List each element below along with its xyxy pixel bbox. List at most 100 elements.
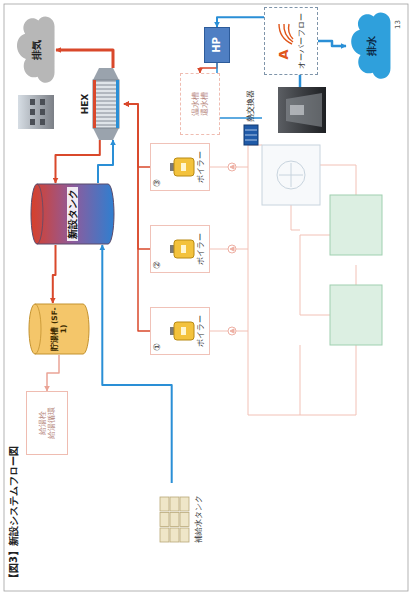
boiler-icon (170, 155, 195, 179)
exchanger-icon-part (244, 126, 258, 146)
node-label: 新設タンク (67, 187, 79, 241)
tank-grid (159, 495, 191, 543)
exchanger-body-part (94, 93, 118, 94)
tank-grid-part (170, 497, 179, 511)
node-label: ③ (152, 179, 162, 187)
faded-green-tanks-part (330, 195, 382, 255)
exchanger-body (92, 68, 120, 140)
flow-pipe (200, 63, 217, 73)
building-photo-part (30, 119, 35, 125)
drain-cloud: 排水 (346, 9, 392, 83)
boiler-unit: ③ ボイラー (150, 143, 210, 191)
exchanger-body-part (93, 68, 119, 80)
tank-shape-part (35, 304, 41, 354)
boiler-unit: ① ボイラー (150, 307, 210, 355)
faded-piping-part (320, 165, 356, 195)
faded-mixing-tank (262, 145, 320, 205)
node-label: 熱交換器 (246, 90, 255, 122)
boiler-icon-part (174, 240, 194, 258)
node-label: 補給水タンク (194, 495, 203, 543)
tank-grid-part (160, 497, 169, 511)
tank-grid-part (180, 497, 189, 511)
exchanger-body-part (94, 117, 118, 118)
node-label: 排気 (31, 40, 43, 60)
node-label: A (277, 49, 292, 59)
flow-pipe (56, 140, 100, 183)
node-label: ボイラー (197, 233, 206, 265)
exchanger-body-part (93, 128, 119, 140)
building-photo-part (30, 109, 35, 115)
faded-pumps-part (230, 165, 234, 333)
boiler-icon-part (181, 163, 186, 171)
exhaust-heat-exchanger: HEX (80, 68, 124, 140)
node-label: ボイラー (197, 151, 206, 183)
faded-mixing-tank-part (279, 163, 303, 187)
pit-photo-part (290, 105, 304, 115)
tank-grid-part (170, 528, 179, 542)
flow-pipe (124, 104, 150, 331)
node-label: 給湯栓 (38, 411, 47, 435)
makeup-water-tank: 補給水タンク (150, 483, 212, 555)
pit-photo-part (286, 93, 322, 127)
tank-grid-part (180, 528, 189, 542)
tank-grid-part (160, 528, 169, 542)
faucet-box: 給湯栓給湯循環 (26, 391, 68, 455)
faded-mixing-tank-part (262, 145, 320, 205)
overflow-box: A オーバーフロー (264, 7, 318, 75)
building-photo-part (30, 99, 35, 105)
flow-pipe (102, 245, 171, 483)
boiler-icon-part (181, 327, 186, 335)
faded-piping (210, 145, 356, 415)
node-label: 還水槽 (200, 92, 209, 116)
flow-pipe (124, 104, 150, 249)
boiler-unit: ②ボイラー (150, 225, 210, 273)
faded-mixing-tank-part (277, 161, 305, 189)
heat-pump-box: HP (204, 27, 230, 63)
tank-grid-part (180, 513, 189, 527)
node-label: ① (152, 343, 162, 351)
node-label: 給湯循環 (47, 407, 56, 439)
building-photo-part (40, 109, 45, 115)
boiler-icon (170, 237, 195, 261)
exchanger-body-part (94, 109, 118, 110)
flow-pipe (47, 355, 59, 391)
building-photo (18, 95, 54, 129)
exchanger-body-part (94, 125, 118, 126)
building-photo-part (40, 99, 45, 105)
exhaust-cloud: 排気 (12, 13, 56, 87)
tank-shape-part (31, 184, 114, 244)
boiler-icon-part (174, 322, 194, 340)
flow-pipe (217, 17, 264, 27)
tank-grid-part (160, 513, 169, 527)
node-label: ボイラー (197, 315, 206, 347)
exchanger-body-part (94, 121, 118, 122)
boiler-icon-part (174, 158, 194, 176)
exchanger-body-part (94, 89, 118, 90)
flow-pipe (124, 104, 150, 167)
pit-photo (278, 87, 326, 133)
cloud-shape-part (351, 12, 390, 78)
exchanger-body-part (94, 105, 118, 106)
exchanger-body-part (116, 80, 119, 128)
new-tank: 新設タンク (30, 183, 115, 245)
overflow-symbol-row: A (276, 22, 294, 59)
exchanger-body-part (94, 113, 118, 114)
tank-shape-part (29, 304, 89, 354)
page-number: 13 (394, 20, 402, 29)
pit-photo-part (278, 87, 326, 133)
cloud-shape-part (17, 16, 54, 82)
exchanger-body-part (94, 85, 118, 86)
node-label: 排水 (366, 36, 378, 56)
node-label: HEX (80, 94, 90, 115)
node-label: HP (211, 37, 223, 53)
building-photo-part (40, 119, 45, 125)
boiler-icon-part (181, 245, 186, 253)
node-label: オーバーフロー (297, 13, 306, 69)
exchanger-icon-part (245, 131, 257, 141)
faded-pumps (228, 163, 236, 335)
node-label: 貯湯槽 (SF-1) (51, 305, 68, 353)
drain-pipe (299, 75, 302, 87)
overflow-arcs (276, 22, 294, 46)
node-label: 温水槽 (191, 92, 200, 116)
